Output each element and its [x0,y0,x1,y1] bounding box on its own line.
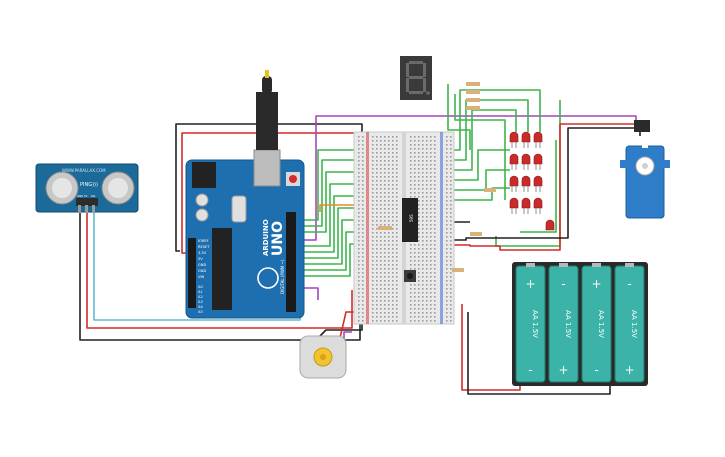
battery-label: AA 1.5V [531,310,539,338]
power-pin-label: VIN [198,275,205,279]
analog-pin-label: A2 [198,295,203,299]
sensor-pin-label: GND [77,194,83,198]
battery-sign-top: - [561,277,565,291]
wire-red [461,304,521,391]
power-pin-label: GND [198,263,206,267]
wire-green [447,84,471,150]
battery-label: AA 1.5V [630,310,638,338]
wire-green [300,159,380,227]
sensor-pin-label: SIG [91,194,95,198]
battery-sign-bottom: - [528,363,532,377]
wire-black [467,312,611,395]
resistor [378,226,392,230]
analog-pin-label: A0 [198,285,203,289]
power-pin-label: IOREF [198,239,209,243]
resistor-bank [466,82,496,192]
led [509,175,519,192]
led [521,197,531,214]
led-matrix [509,131,555,231]
battery-cell: - + AA 1.5V [548,263,579,383]
wire-red [448,123,637,251]
battery-cell: + - AA 1.5V [581,263,612,383]
power-pin-label: 5V [198,257,203,261]
breadboard-holes [358,136,452,322]
led [533,197,543,214]
wire-green [440,169,510,191]
wire-green [440,149,510,181]
wire-black [450,127,641,241]
wire-purple [300,115,637,241]
analog-pin-label: A4 [198,305,203,309]
arduino-brand: ARDUINO [262,219,270,256]
led [533,153,543,170]
arduino-digital-label: DIGITAL (PWM ~) [280,259,285,294]
wire-purple [300,287,319,300]
battery-sign-bottom: + [558,363,568,377]
battery-pack: + - AA 1.5V - + AA 1.5V + - AA 1.5V - + AA 1.5V [512,262,648,386]
resistor [452,268,464,272]
shift-register [402,198,418,242]
battery-sign-top: + [591,277,601,291]
shift-register-label: 595 [409,214,414,222]
power-pin-label: RESET [198,245,210,249]
battery-sign-top: - [627,277,631,291]
battery-cell: + - AA 1.5V [515,263,546,383]
led [545,219,555,231]
led [509,153,519,170]
power-pin-label: 3.3V [198,251,207,255]
resistor [470,232,482,236]
breadboard: 595 [353,131,482,325]
led [509,131,519,148]
wire-green [300,171,380,233]
servo-motor [620,120,670,219]
analog-pin-label: A1 [198,290,203,294]
arduino-uno: ARDUINO UNO DIGITAL (PWM ~) IOREF RESET … [185,70,305,319]
sensor-pin-label: 5V [84,194,88,198]
led [533,175,543,192]
dc-motor [299,335,347,379]
wire-green [454,94,506,200]
wire-red [86,212,353,329]
led [521,175,531,192]
led [521,153,531,170]
arduino-model: UNO [270,221,286,256]
led [509,197,519,214]
wire-green [440,187,510,201]
sensor-site: WWW.PARALLAX.COM [62,168,106,173]
battery-sign-top: + [525,277,535,291]
wire-green [520,140,557,233]
wire-black [175,123,363,252]
wire-green [300,149,380,221]
led [533,131,543,148]
seven-segment-display [400,56,432,100]
battery-sign-bottom: + [624,363,634,377]
battery-label: AA 1.5V [597,310,605,338]
led [521,131,531,148]
sensor-brand: PING))) [80,182,98,188]
battery-cell: - + AA 1.5V [614,263,645,383]
power-pin-label: GND [198,269,206,273]
analog-pin-label: A5 [198,310,203,314]
battery-sign-bottom: - [594,363,598,377]
analog-pin-label: A3 [198,300,203,304]
battery-label: AA 1.5V [564,310,572,338]
